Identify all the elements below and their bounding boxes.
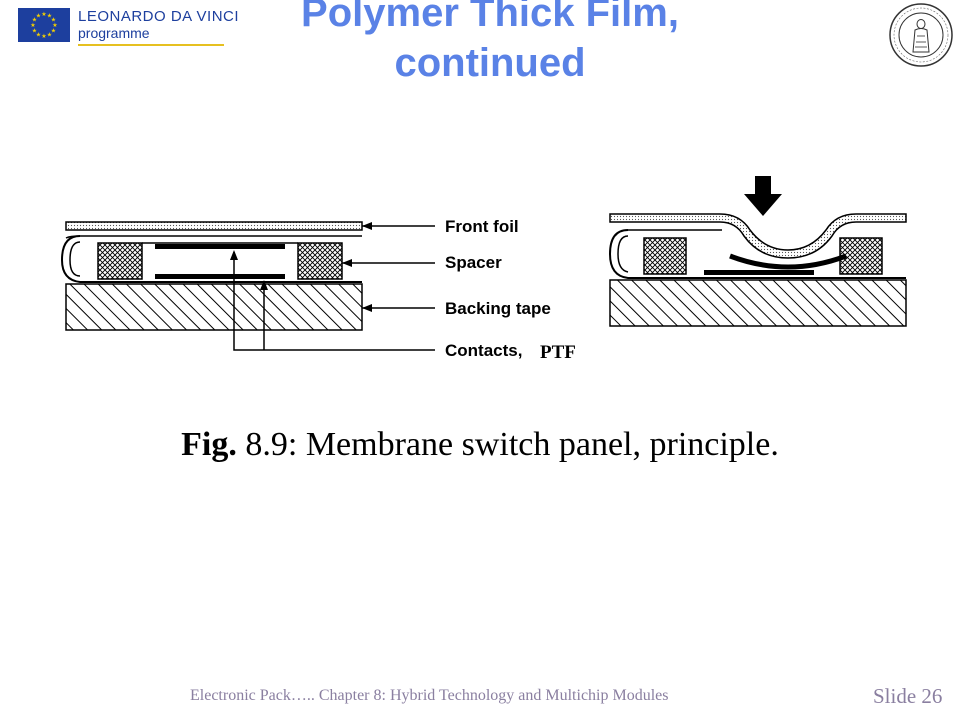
label-backing-tape: Backing tape — [445, 299, 551, 318]
switch-unpressed-diagram — [60, 221, 363, 331]
svg-text:★: ★ — [51, 28, 56, 35]
svg-text:★: ★ — [36, 13, 41, 20]
svg-text:★: ★ — [47, 13, 52, 20]
programme-name: LEONARDO DA VINCI programme — [78, 8, 239, 42]
svg-text:★: ★ — [36, 32, 41, 39]
caption-prefix: Fig. — [181, 426, 237, 463]
slide-title-line1: Polymer Thick Film, — [301, 0, 679, 35]
university-seal-icon — [889, 3, 953, 67]
svg-text:★: ★ — [32, 28, 37, 35]
footer-course-text: Electronic Pack….. Chapter 8: Hybrid Tec… — [190, 687, 669, 704]
svg-text:★: ★ — [30, 22, 35, 29]
svg-text:★: ★ — [41, 11, 46, 18]
caption-text: 8.9: Membrane switch panel, principle. — [236, 426, 779, 463]
svg-text:★: ★ — [52, 22, 57, 29]
svg-text:★: ★ — [32, 17, 37, 24]
svg-text:★: ★ — [47, 32, 52, 39]
figure-caption: Fig. 8.9: Membrane switch panel, princip… — [0, 426, 960, 464]
svg-text:★: ★ — [51, 17, 56, 24]
slide-number: Slide 26 — [873, 684, 943, 708]
press-arrow-icon — [744, 176, 782, 216]
eu-flag-icon: ★ ★ ★ ★ ★ ★ ★ ★ ★ ★ ★ ★ — [18, 8, 70, 42]
slide-title-line2: continued — [394, 41, 586, 85]
programme-title: LEONARDO DA VINCI — [78, 8, 240, 25]
label-ptf: PTF — [540, 342, 576, 363]
slide-title: Polymer Thick Film, continued — [200, 0, 780, 88]
programme-subtitle: programme — [78, 25, 150, 41]
label-front-foil: Front foil — [445, 217, 519, 236]
leonardo-programme-logo: ★ ★ ★ ★ ★ ★ ★ ★ ★ ★ ★ ★ LEONARDO DA VINC… — [14, 4, 239, 46]
programme-underline — [78, 44, 224, 46]
label-leader-lines — [230, 222, 435, 351]
label-spacer: Spacer — [445, 253, 502, 272]
svg-text:★: ★ — [41, 33, 46, 40]
membrane-switch-figure: Front foil Spacer Backing tape Contacts,… — [60, 176, 907, 363]
switch-pressed-diagram — [608, 213, 907, 327]
label-contacts: Contacts, — [445, 341, 522, 360]
